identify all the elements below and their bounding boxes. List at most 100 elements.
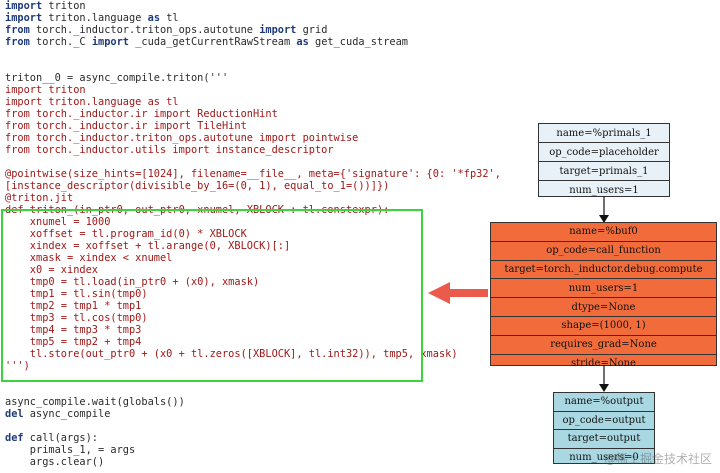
code-token: as: [147, 12, 161, 24]
left-arrow-icon: [428, 282, 488, 304]
code-line: tmp2 = tmp1 * tmp1: [5, 300, 501, 312]
code-token: from torch._inductor.ir import TileHint: [5, 120, 247, 132]
node-row: name=%primals_1: [556, 127, 652, 139]
code-line: from torch._inductor.ir import TileHint: [5, 120, 501, 132]
code-token: xoffset = tl.program_id(0) * XBLOCK: [5, 228, 247, 240]
code-line: import triton.language as tl: [5, 96, 501, 108]
code-line: [instance_descriptor(divisible_by_16=(0,…: [5, 180, 501, 192]
node-row: op_code=placeholder: [539, 142, 669, 161]
code-line: def call(args):: [5, 432, 501, 444]
graph-node-output: name=%output op_code=output target=outpu…: [553, 392, 655, 464]
code-token: import: [5, 12, 43, 24]
code-token: [instance_descriptor(divisible_by_16=(0,…: [5, 180, 390, 192]
code-token: call(args):: [23, 432, 99, 444]
code-line: [5, 156, 501, 168]
code-token: import: [91, 36, 130, 48]
node-row: num_users=1: [539, 180, 669, 199]
code-token: @pointwise(size_hints=[1024], filename=_…: [5, 168, 501, 180]
code-token: @triton.jit: [5, 192, 74, 204]
node-row: stride=None: [491, 353, 716, 373]
code-token: tmp1 = tl.sin(tmp0): [5, 288, 148, 300]
code-line: [5, 420, 501, 432]
code-token: async_compile.wait(globals()): [5, 396, 185, 408]
code-token: tmp4 = tmp3 * tmp3: [5, 324, 142, 336]
code-line: tmp1 = tl.sin(tmp0): [5, 288, 501, 300]
code-token: triton.: [42, 12, 92, 24]
code-line: from torch._inductor.triton_ops.autotune…: [5, 24, 501, 36]
code-token: from: [5, 36, 30, 48]
code-line: tmp0 = tl.load(in_ptr0 + (x0), xmask): [5, 276, 501, 288]
code-token: def: [5, 432, 24, 444]
code-line: xmask = xindex < xnumel: [5, 252, 501, 264]
code-token: _cuda_getCurrentRawStream: [129, 36, 297, 48]
highlighted-kernel-box: [1, 209, 423, 382]
code-token: from torch._inductor.utils import instan…: [5, 144, 334, 156]
code-token: get_cuda_stream: [308, 36, 409, 48]
code-token: import triton.language as tl: [5, 96, 179, 108]
code-token: tmp3 = tl.cos(tmp0): [5, 312, 148, 324]
code-line: del async_compile: [5, 408, 501, 420]
code-line: tmp4 = tmp3 * tmp3: [5, 324, 501, 336]
code-line: tmp5 = tmp2 + tmp4: [5, 336, 501, 348]
code-token: tmp0 = tl.load(in_ptr0 + (x0), xmask): [5, 276, 260, 288]
node-row: target=output: [554, 429, 654, 448]
code-line: import triton.language as tl: [5, 12, 501, 24]
code-token: import triton: [5, 84, 86, 96]
code-token: xindex = xoffset + tl.arange(0, XBLOCK)[…: [5, 240, 291, 252]
code-token: from torch._inductor.triton_ops.autotune…: [5, 132, 359, 144]
code-line: @triton.jit: [5, 192, 501, 204]
code-token: tmp5 = tmp2 + tmp4: [5, 336, 142, 348]
code-line: xnumel = 1000: [5, 216, 501, 228]
code-token: '''): [5, 360, 30, 372]
node-row: op_code=output: [554, 410, 654, 430]
code-line: from torch._C import _cuda_getCurrentRaw…: [5, 36, 501, 48]
code-token: as: [296, 36, 309, 48]
graph-node-primals: name=%primals_1 op_code=placeholder targ…: [538, 123, 670, 197]
node-row: target=torch._inductor.debug.compute: [491, 259, 716, 279]
node-row: name=%output: [564, 396, 644, 408]
code-token: torch._inductor.triton_ops.autotune: [29, 24, 260, 36]
code-token: del: [5, 408, 24, 420]
code-token: language: [91, 12, 142, 24]
code-line: [5, 48, 501, 60]
code-line: triton__0 = async_compile.triton(''': [5, 72, 501, 84]
code-line: [5, 384, 501, 396]
code-line: x0 = xindex: [5, 264, 501, 276]
code-line: import triton: [5, 0, 501, 12]
code-line: tmp3 = tl.cos(tmp0): [5, 312, 501, 324]
graph-edge: [599, 365, 609, 392]
code-line: [5, 60, 501, 72]
code-token: primals_1, = args: [5, 444, 136, 456]
code-token: xmask = xindex < xnumel: [5, 252, 173, 264]
node-row: shape=(1000, 1): [491, 315, 716, 335]
watermark: @稀土掘金技术社区: [603, 452, 712, 466]
code-token: torch._C: [29, 36, 92, 48]
code-line: xoffset = tl.program_id(0) * XBLOCK: [5, 228, 501, 240]
code-token: import: [5, 0, 43, 12]
code-token: from torch._inductor.ir import Reduction…: [5, 108, 278, 120]
code-line: primals_1, = args: [5, 444, 501, 456]
code-token: from: [5, 24, 30, 36]
code-token: xnumel = 1000: [5, 216, 111, 228]
code-line: args.clear(): [5, 456, 501, 468]
code-token: x0 = xindex: [5, 264, 98, 276]
code-token: triton: [42, 0, 86, 12]
code-line: '''): [5, 360, 501, 372]
code-line: @pointwise(size_hints=[1024], filename=_…: [5, 168, 501, 180]
code-line: import triton: [5, 84, 501, 96]
node-row: name=%buf0: [569, 226, 638, 238]
node-row: target=primals_1: [539, 161, 669, 180]
code-token: async_compile: [23, 408, 111, 420]
graph-node-buf0: name=%buf0 op_code=call_function target=…: [490, 222, 717, 369]
code-token: args.clear(): [5, 456, 105, 468]
code-token: grid: [296, 24, 328, 36]
node-row: op_code=call_function: [491, 240, 716, 260]
node-row: requires_grad=None: [491, 334, 716, 354]
node-row: dtype=None: [491, 297, 716, 316]
code-line: tl.store(out_ptr0 + (x0 + tl.zeros([XBLO…: [5, 348, 501, 360]
code-line: from torch._inductor.triton_ops.autotune…: [5, 132, 501, 144]
code-line: from torch._inductor.utils import instan…: [5, 144, 501, 156]
code-token: import: [259, 24, 297, 36]
code-token: triton__0 = async_compile.triton(''': [5, 72, 229, 84]
